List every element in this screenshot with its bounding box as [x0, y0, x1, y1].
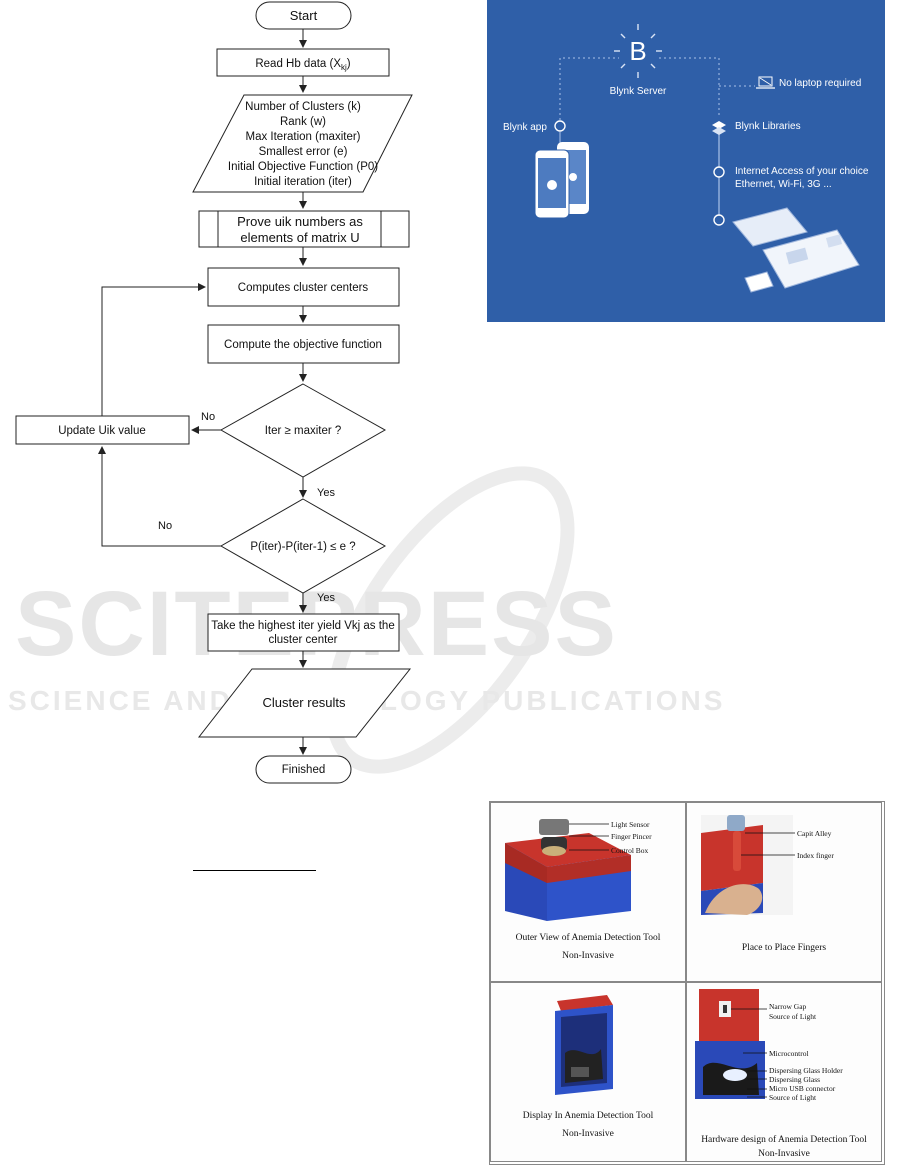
- start-terminal: Start: [255, 1, 352, 30]
- annotation: Dispersing Glass Holder: [769, 1066, 843, 1075]
- blynk-server-label: Blynk Server: [610, 86, 667, 97]
- take-highest-line: cluster center: [268, 634, 337, 646]
- decision-error: P(iter)-P(iter-1) ≤ e ?: [219, 498, 387, 594]
- hardware-illustration: Narrow Gap Source of Light Microcontrol …: [695, 989, 843, 1102]
- blynk-logo: B: [614, 24, 662, 78]
- yes-label: Yes: [317, 487, 335, 499]
- no-label: No: [201, 411, 215, 423]
- update-uik-label: Update Uik value: [58, 425, 146, 437]
- blynk-architecture-image: B Blynk Server No laptop required Blynk …: [487, 0, 885, 322]
- cluster-results-output: Cluster results: [197, 668, 412, 738]
- prove-uik-process: Prove uik numbers as elements of matrix …: [198, 210, 410, 248]
- fingers-cell: Capit Alley Index finger Place to Place …: [686, 802, 882, 982]
- parameters-input: Number of Clusters (k) Rank (w) Max Iter…: [192, 94, 413, 193]
- decision-error-label: P(iter)-P(iter-1) ≤ e ?: [250, 541, 355, 553]
- decision-maxiter-label: Iter ≥ maxiter ?: [265, 425, 342, 437]
- device-photo-grid: Light Sensor Finger Pincer Control Box O…: [489, 801, 885, 1165]
- start-label: Start: [290, 8, 318, 23]
- finished-label: Finished: [282, 764, 325, 776]
- compute-objective-label: Compute the objective function: [224, 339, 382, 351]
- decision-maxiter: Iter ≥ maxiter ?: [219, 383, 387, 478]
- outer-view-cell: Light Sensor Finger Pincer Control Box O…: [490, 802, 686, 982]
- no-label: No: [158, 520, 172, 532]
- take-highest-line: Take the highest iter yield Vkj as the: [211, 620, 394, 632]
- annotation: Index finger: [797, 851, 834, 860]
- annotation: Dispersing Glass: [769, 1075, 820, 1084]
- param-item: Max Iteration (maxiter): [245, 131, 360, 143]
- hardware-design-cell: Narrow Gap Source of Light Microcontrol …: [686, 982, 882, 1162]
- annotation: Source of Light: [769, 1012, 817, 1021]
- param-item: Rank (w): [280, 116, 326, 128]
- layers-icon: [712, 121, 726, 135]
- footnote-rule: [193, 870, 316, 871]
- annotation: Source of Light: [769, 1093, 817, 1102]
- cell-caption: Non-Invasive: [562, 951, 614, 961]
- read-hb-process: Read Hb data (Xkj): [216, 48, 390, 77]
- blynk-diagram: B Blynk Server No laptop required Blynk …: [503, 24, 869, 293]
- display-cell: Display In Anemia Detection Tool Non-Inv…: [490, 982, 686, 1162]
- take-highest-process: Take the highest iter yield Vkj as the c…: [207, 613, 400, 652]
- flowchart: Start Read Hb data (Xkj) Number of Clust…: [15, 1, 413, 784]
- update-uik-process: Update Uik value: [15, 415, 190, 445]
- yes-label: Yes: [317, 592, 335, 604]
- internet-line: Internet Access of your choice: [735, 166, 869, 177]
- param-item: Initial Objective Function (P0): [228, 161, 378, 173]
- cell-caption: Outer View of Anemia Detection Tool: [515, 933, 661, 943]
- smartphones-icon: [534, 142, 589, 219]
- annotation: Micro USB connector: [769, 1084, 836, 1093]
- param-item: Initial iteration (iter): [254, 176, 352, 188]
- cell-caption: Display In Anemia Detection Tool: [522, 1111, 654, 1121]
- cell-caption: Hardware design of Anemia Detection Tool: [701, 1135, 867, 1145]
- param-item: Number of Clusters (k): [245, 101, 361, 113]
- display-illustration: [555, 995, 613, 1095]
- prove-uik-line: Prove uik numbers as: [237, 214, 363, 229]
- annotation: Control Box: [611, 846, 649, 855]
- annotation: Light Sensor: [611, 820, 650, 829]
- param-item: Smallest error (e): [259, 146, 348, 158]
- read-hb-label: Read Hb data (Xkj): [255, 58, 350, 72]
- compute-centers-process: Computes cluster centers: [207, 267, 400, 307]
- finished-terminal: Finished: [255, 755, 352, 784]
- outer-view-illustration: Light Sensor Finger Pincer Control Box: [505, 819, 652, 921]
- no-laptop-label: No laptop required: [779, 78, 861, 89]
- laptop-icon: [756, 76, 775, 89]
- internet-line: Ethernet, Wi-Fi, 3G ...: [735, 179, 832, 190]
- hardware-boards-icon: [732, 207, 860, 293]
- blynk-libraries-label: Blynk Libraries: [735, 121, 801, 132]
- cell-caption: Non-Invasive: [758, 1149, 810, 1159]
- compute-centers-label: Computes cluster centers: [238, 282, 369, 294]
- blynk-app-label: Blynk app: [503, 122, 547, 133]
- annotation: Finger Pincer: [611, 832, 652, 841]
- cell-caption: Non-Invasive: [562, 1129, 614, 1139]
- cell-caption: Place to Place Fingers: [741, 943, 827, 953]
- compute-objective-process: Compute the objective function: [207, 324, 400, 364]
- cluster-results-label: Cluster results: [262, 695, 346, 710]
- prove-uik-line: elements of matrix U: [240, 230, 359, 245]
- annotation: Capit Alley: [797, 829, 832, 838]
- blynk-logo-letter: B: [629, 36, 646, 66]
- annotation: Microcontrol: [769, 1049, 809, 1058]
- fingers-illustration: Capit Alley Index finger: [701, 815, 834, 915]
- annotation: Narrow Gap: [769, 1002, 807, 1011]
